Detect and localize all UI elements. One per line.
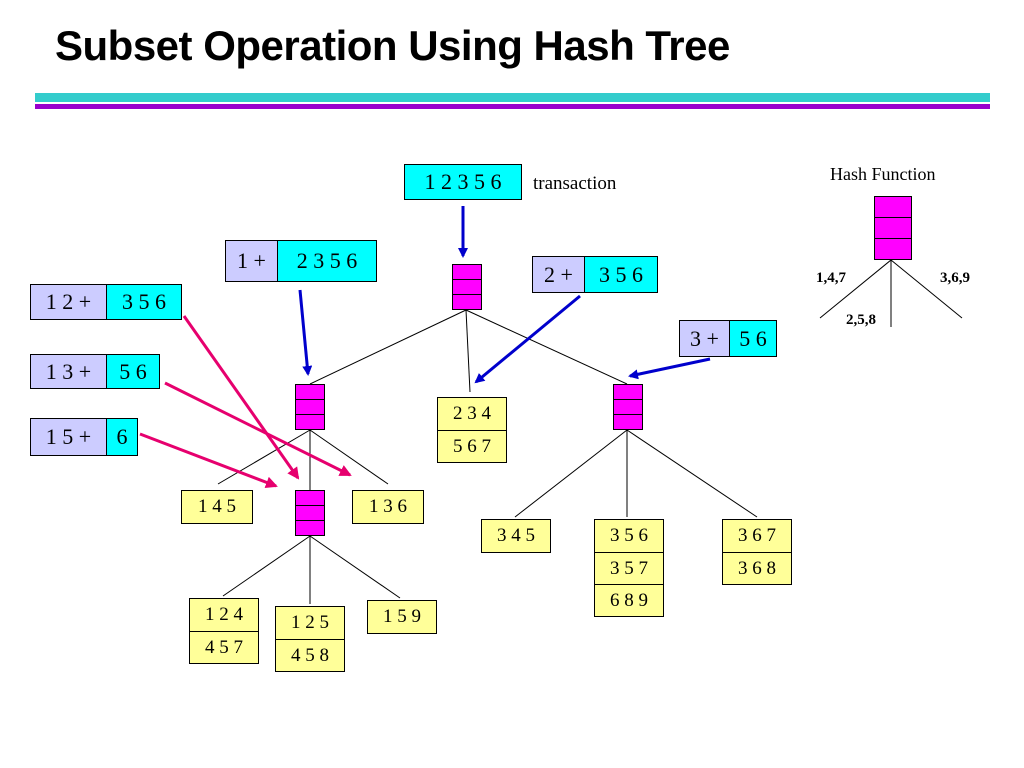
edge-root-right — [465, 309, 628, 385]
transaction-box: 1 2 3 5 6 — [404, 164, 522, 200]
itemset: 4 5 7 — [190, 631, 258, 663]
prefix-label: 1 3 + — [31, 355, 107, 388]
edge-left-136 — [309, 429, 389, 485]
hash-branch-right — [890, 259, 963, 319]
arrow-3-right — [628, 357, 711, 380]
leaf-node: 1 3 6 — [352, 490, 424, 524]
arrow-13-136 — [164, 381, 352, 477]
leaf-node: 1 2 5 4 5 8 — [275, 606, 345, 672]
leaf-node: 1 5 9 — [367, 600, 437, 634]
edge-right-345 — [514, 429, 628, 518]
prefix-box-15: 1 5 + 6 — [30, 418, 138, 456]
leaf-node: 3 5 6 3 5 7 6 8 9 — [594, 519, 664, 617]
transaction-label: transaction — [533, 173, 617, 194]
itemset: 4 5 8 — [276, 639, 344, 671]
prefix-rest: 6 — [107, 419, 137, 455]
itemset: 3 5 6 — [610, 525, 648, 546]
edge-lower-159 — [309, 535, 401, 599]
leaf-node: 1 4 5 — [181, 490, 253, 524]
hash-branch-label-369: 3,6,9 — [940, 270, 970, 286]
prefix-label: 1 2 + — [31, 285, 107, 319]
prefix-box-12: 1 2 + 3 5 6 — [30, 284, 182, 320]
hash-node-lower — [295, 490, 325, 536]
prefix-box-13: 1 3 + 5 6 — [30, 354, 160, 389]
prefix-box-1: 1 + 2 3 5 6 — [225, 240, 377, 282]
prefix-label: 3 + — [680, 321, 730, 356]
edge-root-middle — [465, 309, 471, 393]
itemset: 1 2 5 — [291, 612, 329, 633]
itemset: 6 8 9 — [595, 584, 663, 616]
itemset: 3 5 7 — [595, 552, 663, 584]
hash-branch-left — [819, 259, 892, 319]
leaf-node: 1 2 4 4 5 7 — [189, 598, 259, 664]
prefix-rest: 5 6 — [107, 355, 159, 388]
arrow-15-145 — [139, 432, 278, 489]
hash-node-left — [295, 384, 325, 430]
prefix-rest: 3 5 6 — [585, 257, 657, 292]
prefix-box-2: 2 + 3 5 6 — [532, 256, 658, 293]
leaf-node: 3 4 5 — [481, 519, 551, 553]
prefix-label: 1 + — [226, 241, 278, 281]
prefix-rest: 2 3 5 6 — [278, 241, 376, 281]
itemset: 1 3 6 — [369, 496, 407, 517]
prefix-label: 1 5 + — [31, 419, 107, 455]
itemset: 3 4 5 — [497, 525, 535, 546]
edge-lower-124 — [222, 535, 311, 597]
itemset: 3 6 8 — [723, 552, 791, 584]
slide-title: Subset Operation Using Hash Tree — [55, 22, 730, 69]
itemset: 1 4 5 — [198, 496, 236, 517]
title-rule-purple — [35, 104, 990, 109]
hash-branch-label-258: 2,5,8 — [846, 312, 876, 328]
leaf-node: 2 3 4 5 6 7 — [437, 397, 507, 463]
hash-node-root — [452, 264, 482, 310]
edge-root-left — [309, 309, 467, 385]
edge-right-367 — [626, 429, 758, 518]
hash-node-right — [613, 384, 643, 430]
prefix-rest: 5 6 — [730, 321, 776, 356]
title-rule-cyan — [35, 93, 990, 102]
itemset: 1 5 9 — [383, 606, 421, 627]
edge-left-145 — [217, 429, 311, 485]
arrow-12-lower — [182, 315, 300, 480]
prefix-label: 2 + — [533, 257, 585, 292]
hash-branch-label-147: 1,4,7 — [816, 270, 846, 286]
itemset: 2 3 4 — [453, 403, 491, 424]
arrow-2-middle — [474, 294, 581, 384]
hash-function-title: Hash Function — [830, 164, 936, 184]
leaf-node: 3 6 7 3 6 8 — [722, 519, 792, 585]
itemset: 3 6 7 — [738, 525, 776, 546]
itemset: 5 6 7 — [438, 430, 506, 462]
prefix-box-3: 3 + 5 6 — [679, 320, 777, 357]
hash-function-node — [874, 196, 912, 260]
prefix-rest: 3 5 6 — [107, 285, 181, 319]
itemset: 1 2 4 — [205, 604, 243, 625]
arrow-1-left — [298, 289, 313, 376]
